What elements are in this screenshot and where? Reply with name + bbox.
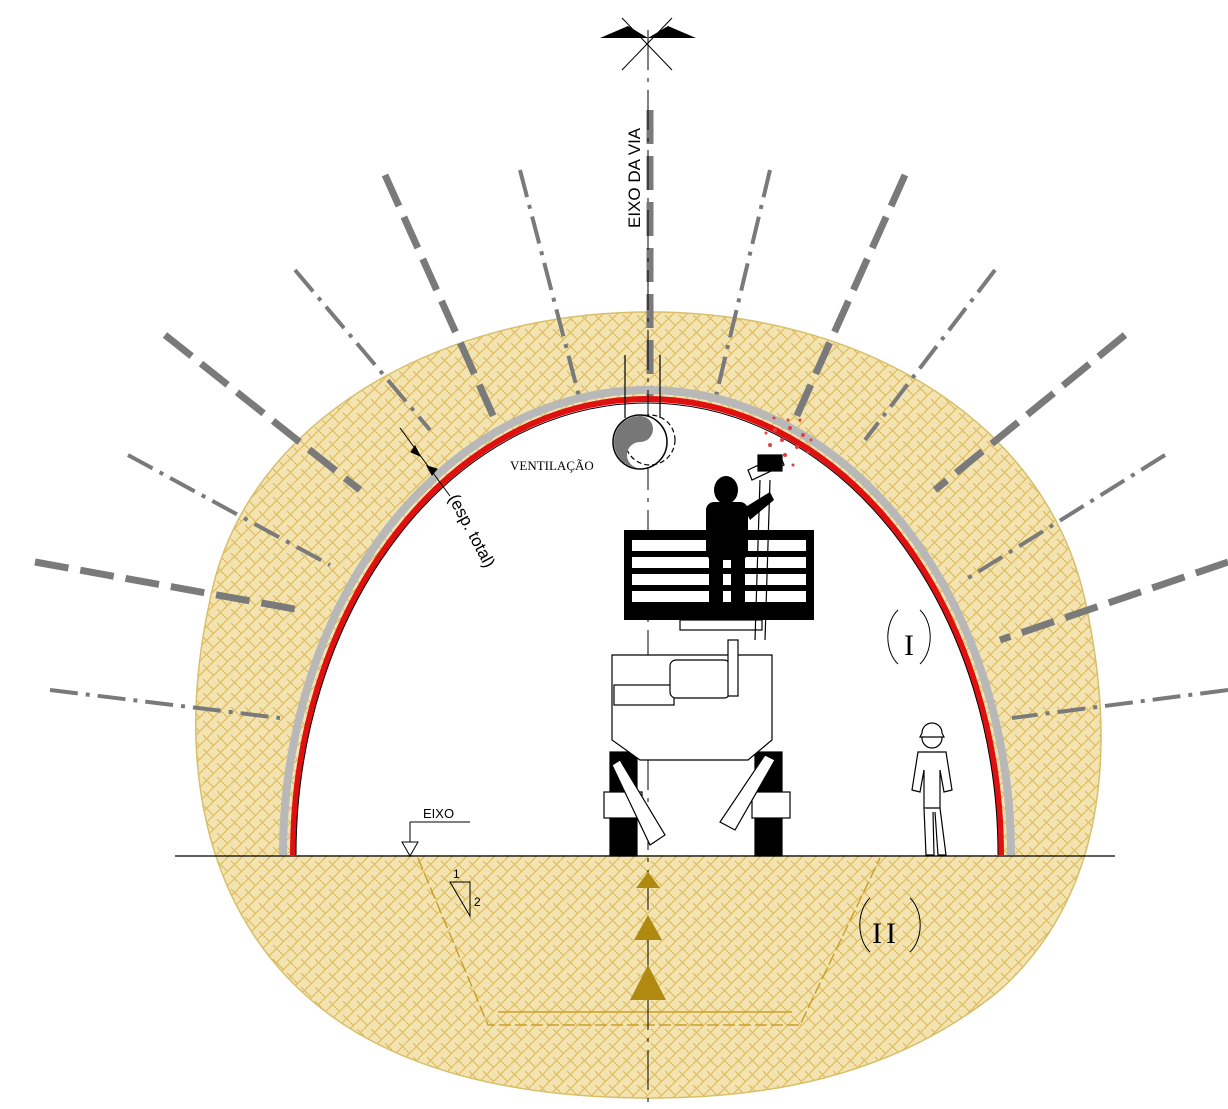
tunnel-interior <box>290 398 1004 855</box>
level-label: EIXO <box>423 806 454 821</box>
ventilation-label: VENTILAÇÃO <box>510 458 594 473</box>
shotcrete-spray <box>764 416 813 467</box>
ventilation-duct <box>612 355 676 470</box>
axis-label: EIXO DA VIA <box>625 127 644 228</box>
level-mark <box>401 821 470 858</box>
slope-top-label: 1 <box>453 867 460 881</box>
invert-excavation <box>417 857 881 1026</box>
phase-one-marker <box>887 609 931 665</box>
phase-two-marker <box>859 897 921 953</box>
tunnel-lining <box>290 396 1004 856</box>
lining-inner-edge <box>295 402 999 856</box>
phase-one-label: I <box>904 629 914 662</box>
slope-side-label: 2 <box>474 895 481 909</box>
thickness-dimension <box>399 427 451 497</box>
shotcrete-machine <box>603 619 791 857</box>
shotcrete-layer <box>279 386 1015 856</box>
axis-marker <box>600 17 696 71</box>
slope-triangle <box>449 881 471 918</box>
drain-arrows <box>630 872 666 1000</box>
rock-bolts <box>34 110 1228 720</box>
phase-two-label: II <box>872 917 900 950</box>
spray-nozzle-arm <box>747 454 785 641</box>
worker-figure <box>911 722 953 856</box>
